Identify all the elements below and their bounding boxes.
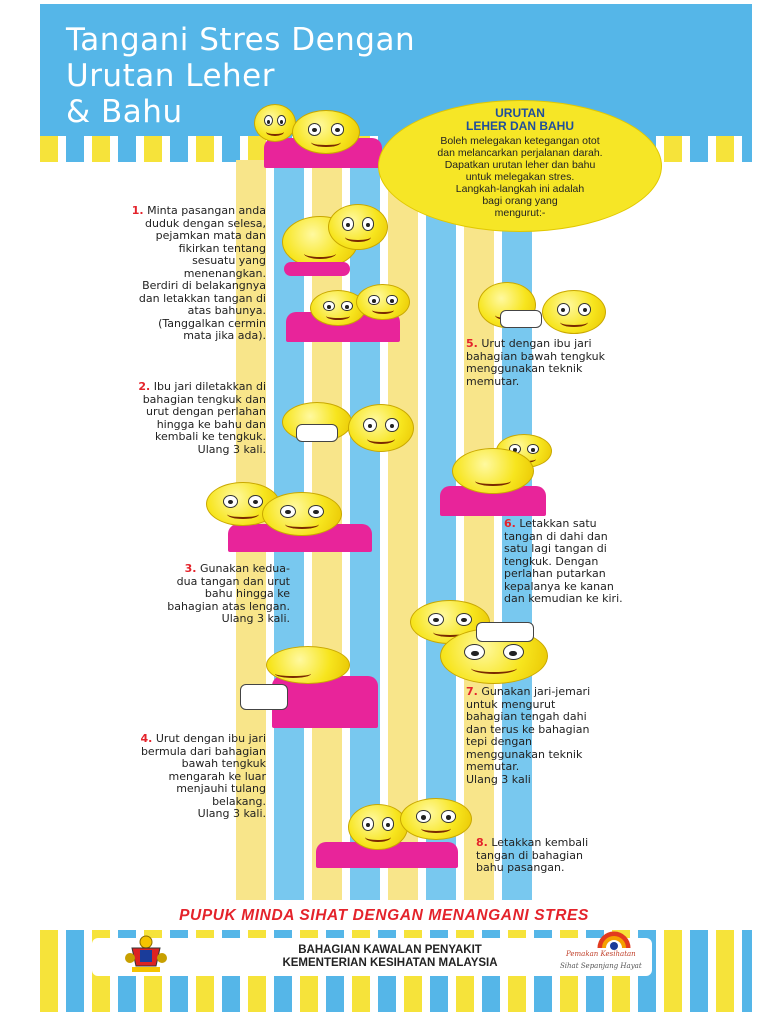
step-number: 5. [466, 337, 478, 350]
step-number: 6. [504, 517, 516, 530]
smiley-face-icon [254, 104, 296, 142]
step-2-text: 2. Ibu jari diletakkan di bahagian tengk… [60, 380, 266, 456]
step-text: Letakkan satu tangan di dahi dan satu la… [504, 517, 623, 605]
step-text: Letakkan kembali tangan di bahagian bahu… [476, 836, 589, 874]
step-4-text: 4. Urut dengan ibu jari bermula dari bah… [60, 732, 267, 821]
hand-icon [500, 310, 542, 328]
footer-organization: BAHAGIAN KAWALAN PENYAKIT KEMENTERIAN KE… [282, 944, 498, 969]
slogan: PUPUK MINDA SIHAT DENGAN MENANGANI STRES [179, 907, 589, 924]
smiley-face-icon [328, 204, 393, 250]
step-6-text: 6. Letakkan satu tangan di dahi dan satu… [504, 517, 704, 606]
government-crest-icon [122, 934, 170, 974]
step-1-text: 1. Minta pasangan anda duduk dengan sele… [56, 204, 266, 343]
center-stripe [464, 160, 494, 900]
step-3-text: 3. Gunakan kedua- dua tangan dan urut ba… [96, 562, 290, 626]
hand-icon [296, 424, 338, 442]
footer-panel [92, 938, 652, 976]
smiley-face-icon [262, 492, 342, 536]
intro-text: Boleh melegakan ketegangan otot dan mela… [437, 135, 603, 219]
step-text: Minta pasangan anda duduk dengan selesa,… [138, 204, 266, 342]
step-number: 1. [131, 204, 144, 217]
smiley-face-icon [348, 404, 417, 452]
step-text: Gunakan jari-jemari untuk mengurut bahag… [466, 685, 591, 786]
step-number: 2. [138, 380, 151, 393]
hand-icon [240, 684, 288, 710]
smiley-face-icon [452, 448, 534, 494]
figure-body [272, 676, 378, 728]
step-text: Urut dengan ibu jari bahagian bawah teng… [466, 337, 606, 388]
step-number: 7. [466, 685, 478, 698]
smiley-face-icon [356, 284, 413, 320]
smiley-face-icon [292, 110, 360, 154]
intro-bubble: URUTAN LEHER DAN BAHU Boleh melegakan ke… [378, 100, 662, 232]
health-promotion-logo-icon [560, 924, 642, 976]
intro-heading: URUTAN LEHER DAN BAHU [466, 106, 574, 133]
step-number: 8. [476, 836, 488, 849]
step-number: 4. [140, 732, 153, 745]
page-title: Tangani Stres Dengan Urutan Leher & Bahu [66, 22, 416, 130]
step-7-text: 7. Gunakan jari-jemari untuk mengurut ba… [466, 685, 696, 786]
step-text: Ibu jari diletakkan di bahagian tengkuk … [142, 380, 266, 456]
step-number: 3. [184, 562, 197, 575]
step-text: Gunakan kedua- dua tangan dan urut bahu … [167, 562, 290, 625]
logo-subtagline: Sihat Sepanjang Hayat [560, 962, 642, 970]
smiley-face-icon [348, 804, 408, 850]
figure-arms [284, 262, 350, 276]
hand-icon [476, 622, 534, 642]
smiley-face-icon [400, 797, 475, 840]
page-bottom-margin [40, 1012, 752, 1024]
center-stripe [426, 160, 456, 900]
step-text: Urut dengan ibu jari bermula dari bahagi… [140, 732, 266, 820]
step-5-text: 5. Urut dengan ibu jari bahagian bawah t… [466, 337, 686, 388]
step-8-text: 8. Letakkan kembali tangan di bahagian b… [476, 836, 676, 875]
center-stripe [388, 160, 418, 900]
header-banner [40, 4, 752, 140]
logo-tagline: Pemakan Kesihatan [566, 950, 636, 958]
smiley-face-icon [266, 646, 350, 684]
smiley-face-icon [542, 290, 609, 334]
